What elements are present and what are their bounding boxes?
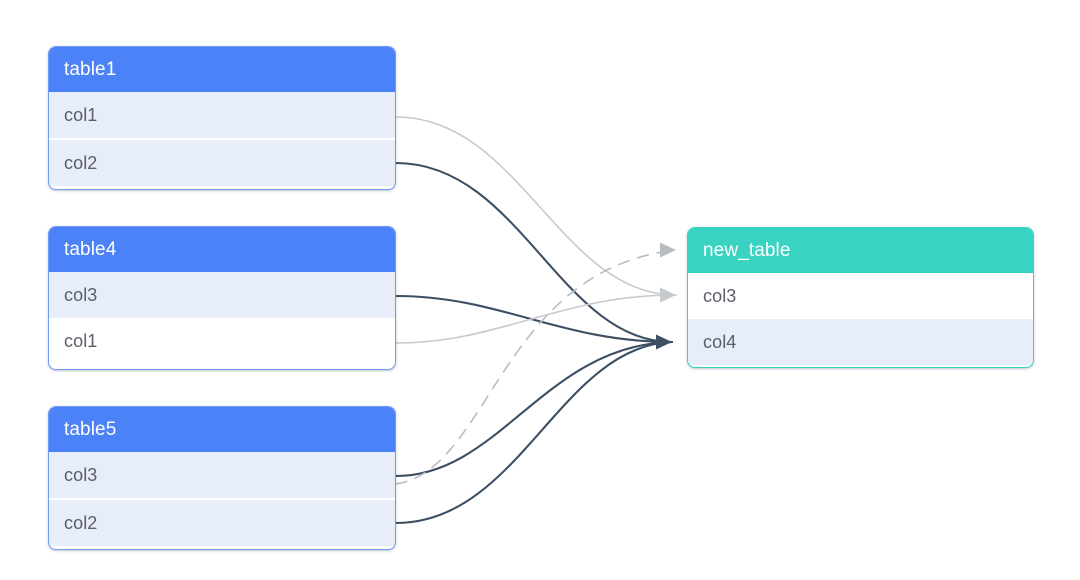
lineage-edge-e3 — [394, 294, 674, 344]
table-title-new_table: new_table — [688, 228, 1033, 273]
table-title-table1: table1 — [49, 47, 395, 92]
table-title-table4: table4 — [49, 227, 395, 272]
table-title-table5: table5 — [49, 407, 395, 452]
lineage-edge-e2 — [394, 161, 674, 344]
column-row-new_table-col3[interactable]: col3 — [688, 273, 1033, 319]
column-row-table5-col2[interactable]: col2 — [49, 498, 395, 546]
lineage-edge-e6 — [394, 340, 674, 525]
column-row-table5-col3[interactable]: col3 — [49, 452, 395, 498]
lineage-edge-e4 — [395, 294, 677, 344]
lineage-edge-e1 — [395, 116, 677, 296]
column-row-table1-col2[interactable]: col2 — [49, 138, 395, 186]
edge-arrowhead-a-col3 — [660, 287, 676, 303]
edge-arrowhead-a-col4 — [656, 334, 672, 350]
edge-arrowhead-a-header — [660, 242, 676, 258]
lineage-edge-e7 — [395, 249, 677, 485]
lineage-edge-e5 — [394, 340, 674, 478]
column-row-table4-col3[interactable]: col3 — [49, 272, 395, 318]
column-row-table4-col1[interactable]: col1 — [49, 318, 395, 364]
column-row-table1-col1[interactable]: col1 — [49, 92, 395, 138]
column-row-new_table-col4[interactable]: col4 — [688, 319, 1033, 365]
